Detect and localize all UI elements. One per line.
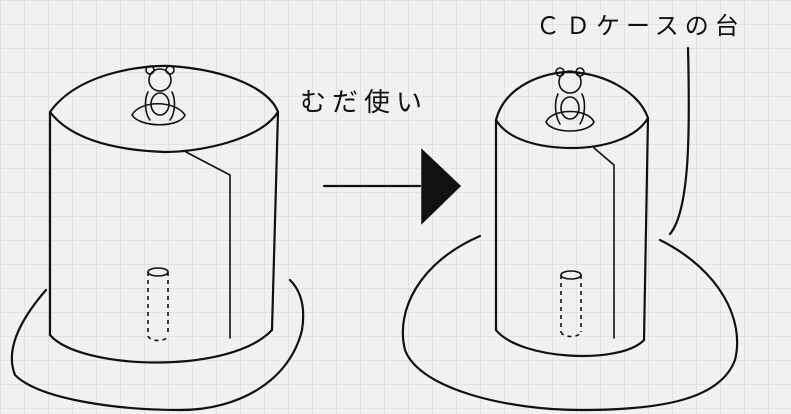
right-cylinder-top bbox=[494, 70, 650, 150]
cd-case-stand-label: ＣＤケースの台 bbox=[536, 12, 745, 40]
waste-use-label: むだ使い bbox=[300, 88, 429, 118]
arrow bbox=[322, 148, 462, 225]
right-base-disc bbox=[401, 234, 739, 412]
left-base-disc bbox=[10, 278, 305, 412]
arrow-head bbox=[421, 148, 462, 225]
right-cylinder-bottom bbox=[494, 328, 646, 358]
left-cylinder-top bbox=[48, 64, 280, 154]
right-stand bbox=[401, 46, 739, 412]
left-bear-figure bbox=[131, 65, 186, 126]
stand-pointer-line bbox=[668, 46, 690, 236]
left-cylinder-right-edge bbox=[270, 110, 280, 332]
left-stand bbox=[10, 64, 305, 412]
right-cylinder-right-edge bbox=[642, 116, 650, 342]
right-center-pole bbox=[560, 270, 582, 338]
left-cylinder-bottom bbox=[48, 328, 274, 364]
left-center-pole bbox=[147, 267, 169, 342]
right-bear-figure bbox=[545, 67, 595, 132]
right-seam bbox=[593, 147, 615, 339]
left-seam bbox=[185, 151, 231, 339]
